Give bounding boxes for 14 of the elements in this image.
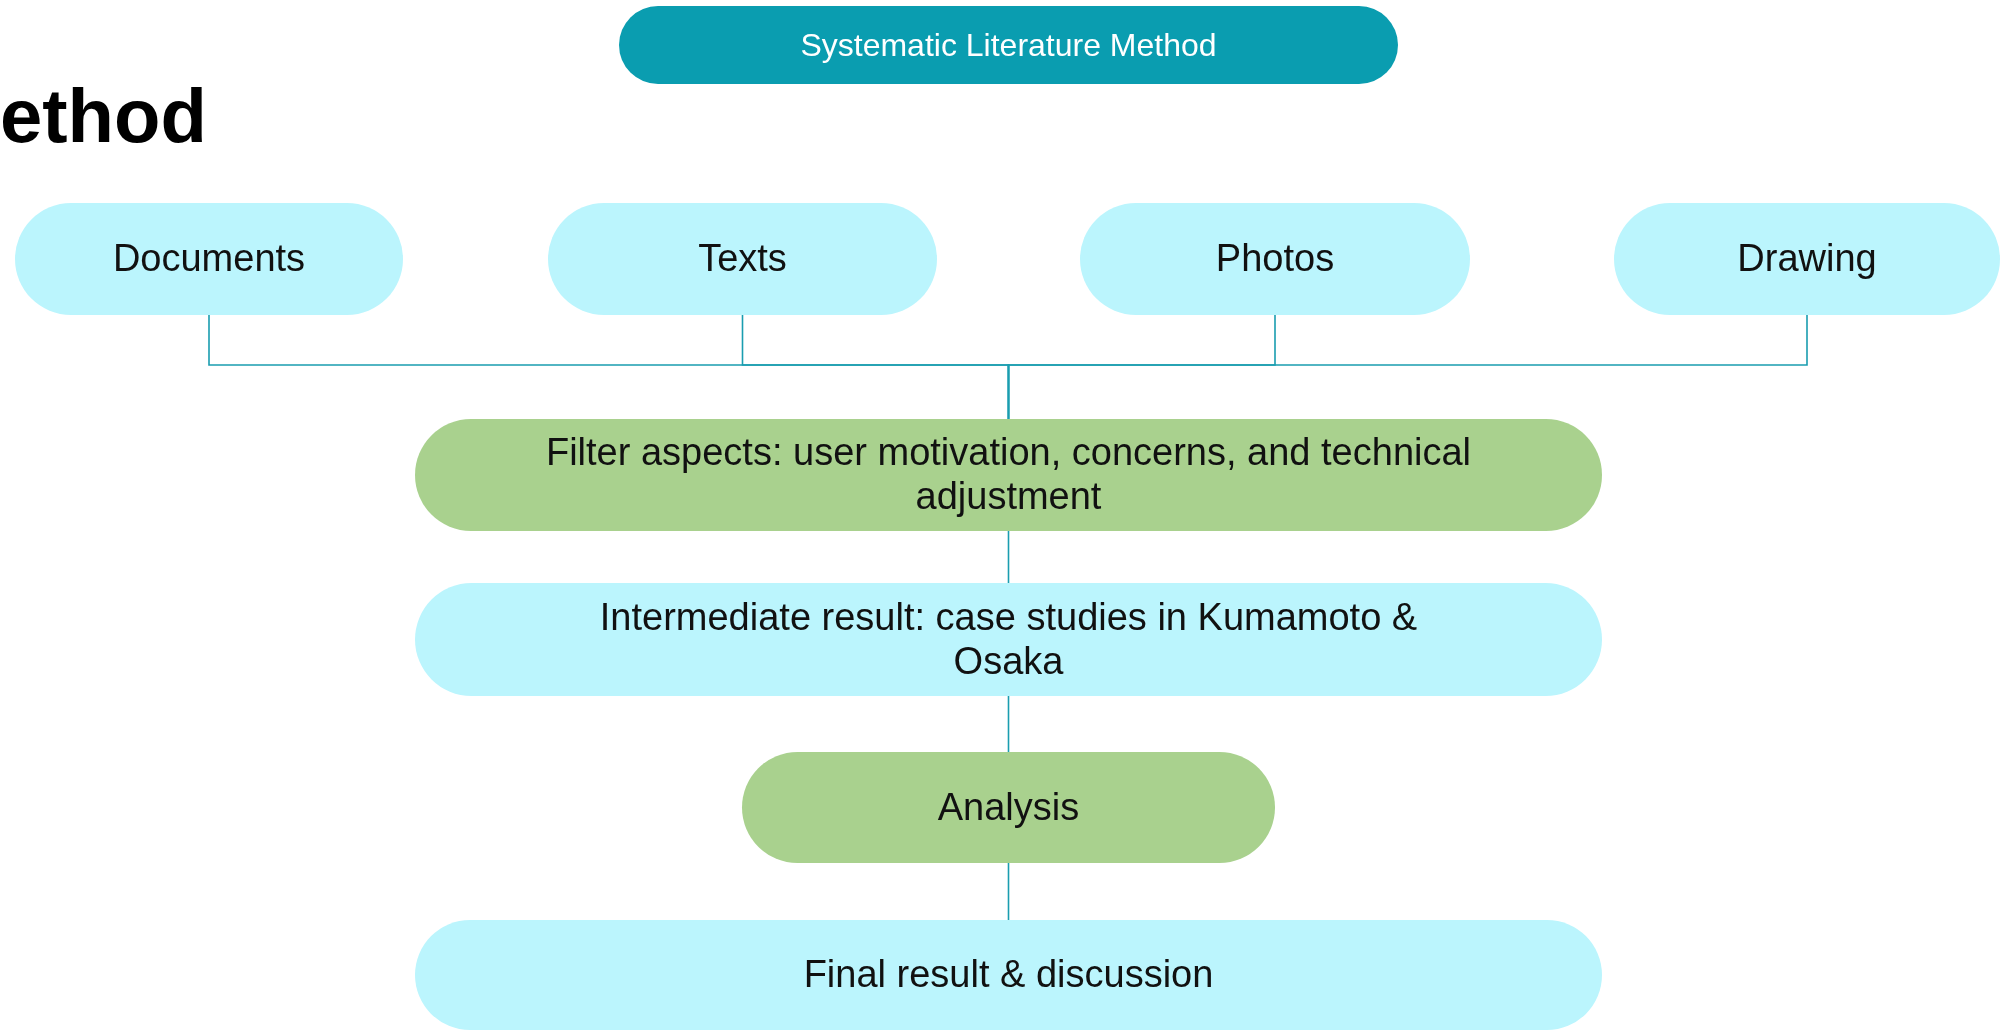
process-pill: Documents [15, 203, 403, 315]
process-pill: Final result & discussion [415, 920, 1602, 1030]
page-title: ethod [0, 78, 207, 154]
process-pill: Filter aspects: user motivation, concerns, and technical adjustment [415, 419, 1602, 531]
process-pill: Analysis [742, 752, 1275, 863]
heading-pill: Systematic Literature Method [619, 6, 1398, 84]
connector-line [1007, 530, 1010, 584]
connector-line [1007, 314, 1808, 420]
process-pill: Drawing [1614, 203, 2000, 315]
process-pill: Photos [1080, 203, 1470, 315]
connector-line [1007, 695, 1010, 753]
process-pill: Intermediate result: case studies in Kumamoto & Osaka [415, 583, 1602, 696]
process-pill: Texts [548, 203, 937, 315]
connector-line [1007, 862, 1010, 921]
